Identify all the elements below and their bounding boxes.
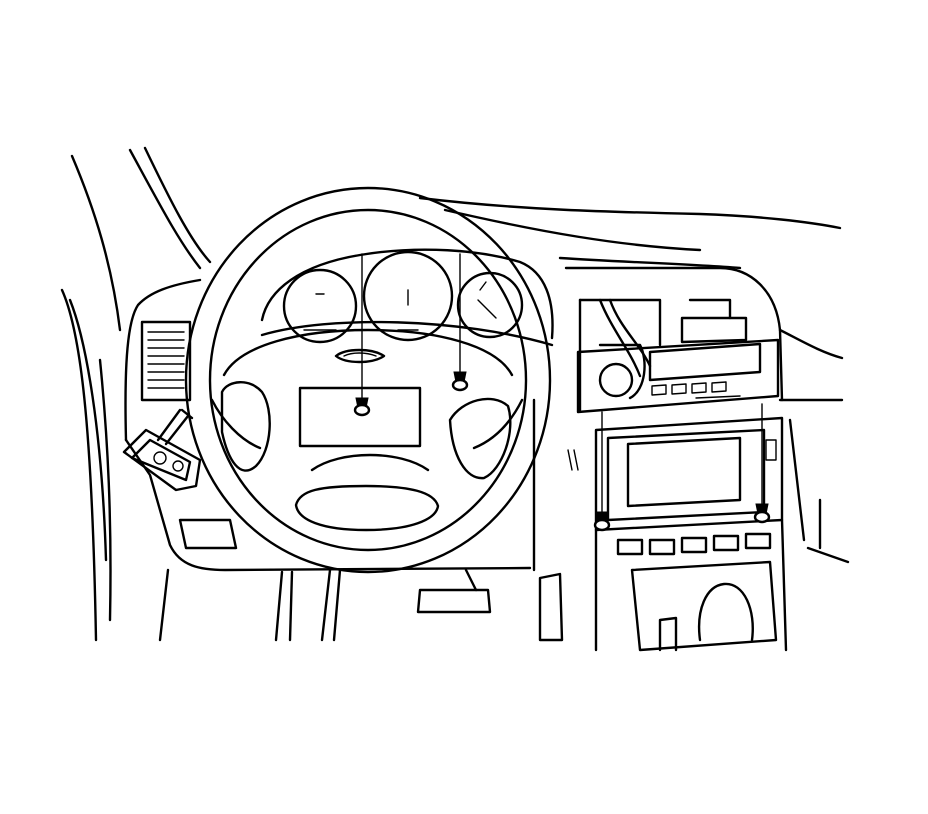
fastener-center-stack-right (753, 403, 771, 524)
fastener-center-stack-left (593, 411, 611, 532)
center-console (630, 560, 778, 652)
right-gauge (456, 271, 524, 339)
left-air-vent (140, 320, 192, 402)
radio-display (648, 342, 762, 382)
dash-top (418, 196, 850, 564)
left-gauge (282, 268, 358, 344)
instrument-cluster (260, 248, 554, 347)
center-gauge (362, 250, 454, 342)
left-door-frame (60, 146, 212, 642)
fastener-cluster-right (451, 253, 469, 392)
left-dash-panel (124, 278, 532, 642)
steering-column (274, 398, 536, 642)
right-dash-panel (778, 328, 844, 542)
steering-wheel (184, 186, 552, 574)
center-display (626, 436, 742, 508)
radio-unit (576, 338, 780, 414)
radio-knob (598, 362, 634, 398)
headlamp-switch (122, 408, 202, 492)
fastener-cluster-upper (353, 253, 371, 417)
center-stack (538, 266, 788, 652)
